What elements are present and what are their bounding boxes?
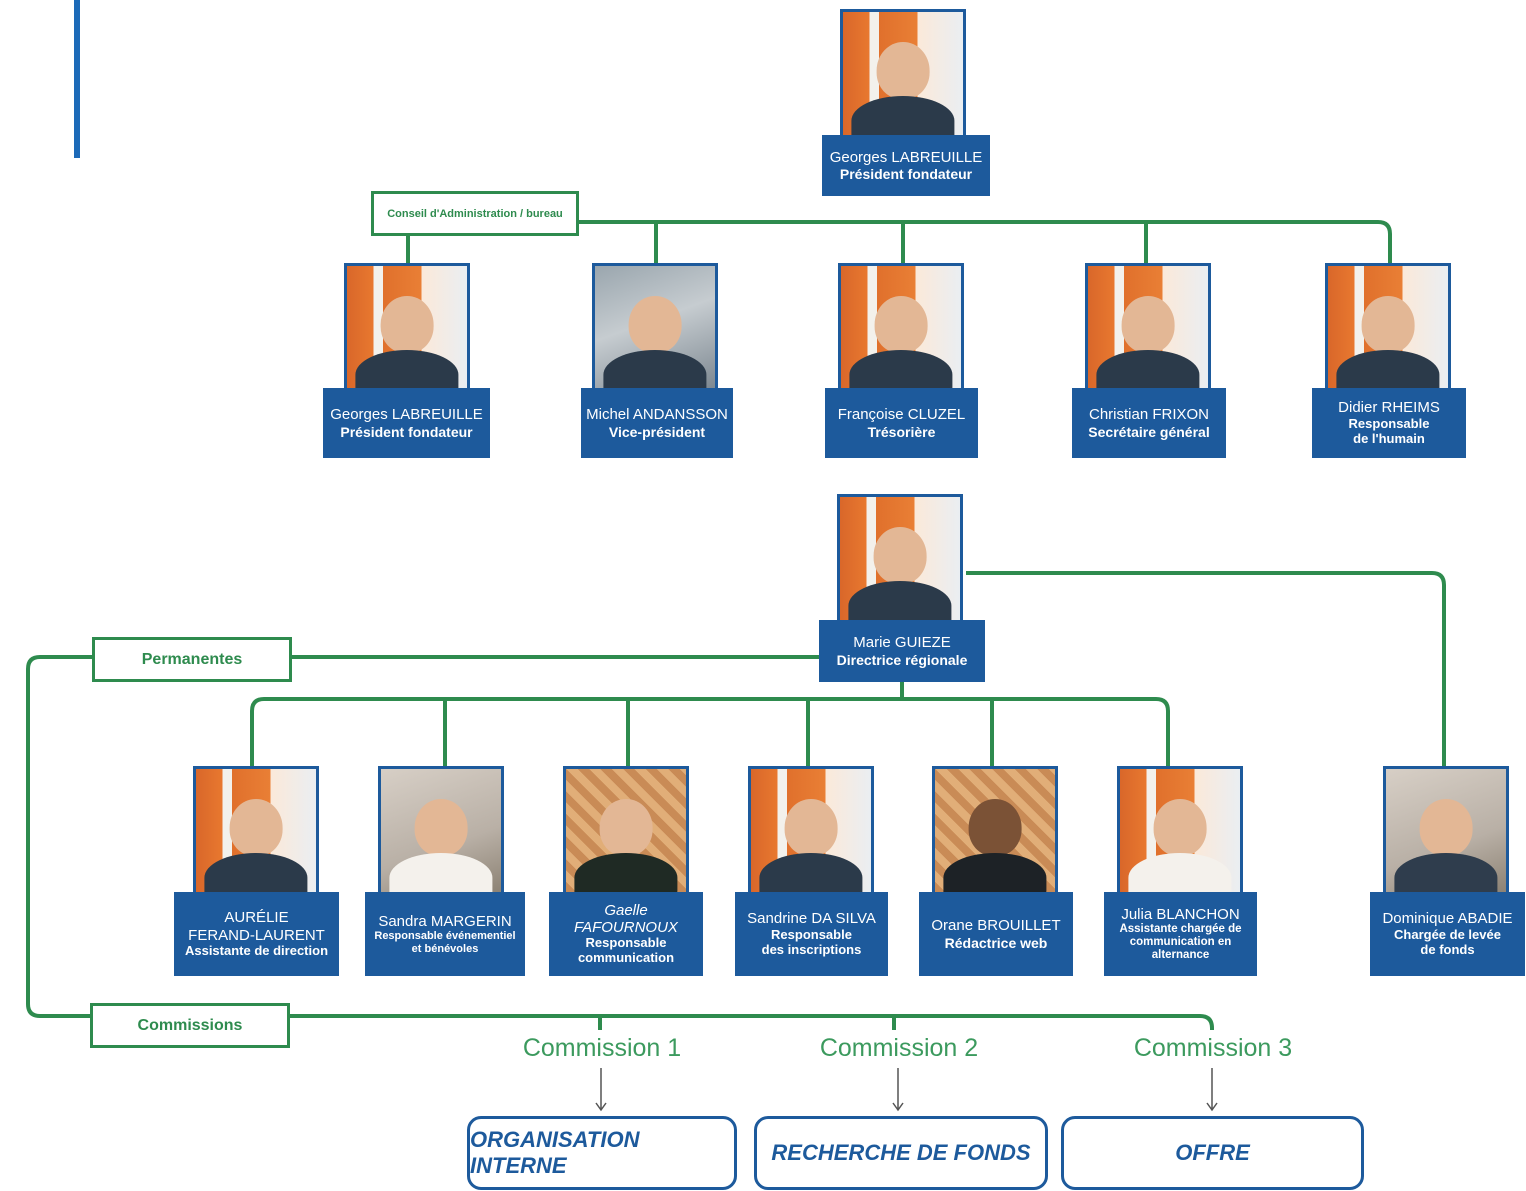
arrow-commission-1 [595,1068,607,1112]
board-title-box: Conseil d'Administration / bureau [371,191,579,236]
card-board-3: Françoise CLUZEL Trésorière [825,388,978,458]
commission-3-title: OFFRE [1175,1140,1250,1165]
card-director: Marie GUIEZE Directrice régionale [819,620,985,682]
photo-staff-5 [932,766,1058,896]
accent-bar [74,0,80,158]
person-name: Marie GUIEZE [853,634,951,652]
person-name: Georges LABREUILLE [829,148,983,166]
card-board-1: Georges LABREUILLE Président fondateur [323,388,490,458]
board-connector [406,220,1392,264]
photo-staff-3 [563,766,689,896]
arrow-commission-3 [1206,1068,1218,1112]
person-name: Sandrine DA SILVA [747,910,876,928]
person-role: Président fondateur [340,423,473,440]
commission-2-label: Commission 2 [819,1034,979,1062]
commissions-connector [289,1014,1214,1030]
person-role: Assistante de direction [184,942,329,958]
person-name: AURÉLIE FERAND-LAURENT [188,909,325,944]
permanentes-title-box: Permanentes [92,637,292,682]
photo-staff-2 [378,766,504,896]
commission-3-box: OFFRE [1061,1116,1364,1190]
permanentes-team-connector [250,682,1170,766]
person-role: Responsable de l'humain [1348,415,1430,446]
card-board-2: Michel ANDANSSON Vice-président [581,388,733,458]
side-connector [26,655,93,1018]
photo-fundraiser [1383,766,1509,896]
commission-2-box: RECHERCHE DE FONDS [754,1116,1048,1190]
photo-president [840,9,966,139]
person-role: Trésorière [867,423,936,440]
commission-1-box: ORGANISATION INTERNE [467,1116,737,1190]
person-name: Christian FRIXON [1088,406,1210,424]
commission-1-label: Commission 1 [522,1034,682,1062]
photo-staff-1 [193,766,319,896]
person-role: Responsable des inscriptions [761,926,862,957]
card-staff-6: Julia BLANCHON Assistante chargée de com… [1104,892,1257,976]
photo-board-1 [344,263,470,393]
card-staff-5: Orane BROUILLET Rédactrice web [919,892,1073,976]
person-name: Didier RHEIMS [1338,399,1440,417]
commission-1-title: ORGANISATION INTERNE [470,1127,640,1178]
permanentes-title: Permanentes [141,650,243,668]
person-role: Directrice régionale [836,651,968,668]
person-role: Responsable événementiel et bénévoles [374,929,516,955]
person-name: Georges LABREUILLE [330,406,483,424]
card-staff-3: Gaelle FAFOURNOUX Responsable communicat… [549,892,703,976]
person-role: Responsable communication [577,935,675,966]
photo-board-2 [592,263,718,393]
board-title: Conseil d'Administration / bureau [387,207,563,220]
card-staff-1: AURÉLIE FERAND-LAURENT Assistante de dir… [174,892,339,976]
person-name: Dominique ABADIE [1382,910,1513,928]
card-fundraiser: Dominique ABADIE Chargée de levée de fon… [1370,892,1525,976]
photo-director [837,494,963,624]
person-role: Assistante chargée de communication en a… [1119,922,1242,962]
person-name: Sandra MARGERIN [378,912,512,930]
photo-board-3 [838,263,964,393]
commission-3-label: Commission 3 [1133,1034,1293,1062]
person-name: Julia BLANCHON [1121,905,1240,923]
card-board-5: Didier RHEIMS Responsable de l'humain [1312,388,1466,458]
person-role: Chargée de levée de fonds [1394,926,1501,957]
person-name: Françoise CLUZEL [837,406,966,424]
person-name: Gaelle FAFOURNOUX [574,901,678,937]
photo-staff-6 [1117,766,1243,896]
photo-staff-4 [748,766,874,896]
card-board-4: Christian FRIXON Secrétaire général [1072,388,1226,458]
commissions-title: Commissions [137,1016,243,1034]
commissions-title-box: Commissions [90,1003,290,1048]
arrow-commission-2 [892,1068,904,1112]
director-fundraiser-connector [966,571,1446,766]
card-staff-4: Sandrine DA SILVA Responsable des inscri… [735,892,888,976]
person-name: Orane BROUILLET [931,917,1061,935]
commission-2-title: RECHERCHE DE FONDS [771,1140,1031,1165]
person-role: Président fondateur [839,166,973,183]
card-staff-2: Sandra MARGERIN Responsable événementiel… [365,892,525,976]
person-name: Michel ANDANSSON [586,406,728,424]
person-role: Vice-président [608,423,706,440]
photo-board-5 [1325,263,1451,393]
person-role: Rédactrice web [944,934,1048,951]
card-president: Georges LABREUILLE Président fondateur [822,135,990,196]
photo-board-4 [1085,263,1211,393]
person-role: Secrétaire général [1088,423,1210,440]
